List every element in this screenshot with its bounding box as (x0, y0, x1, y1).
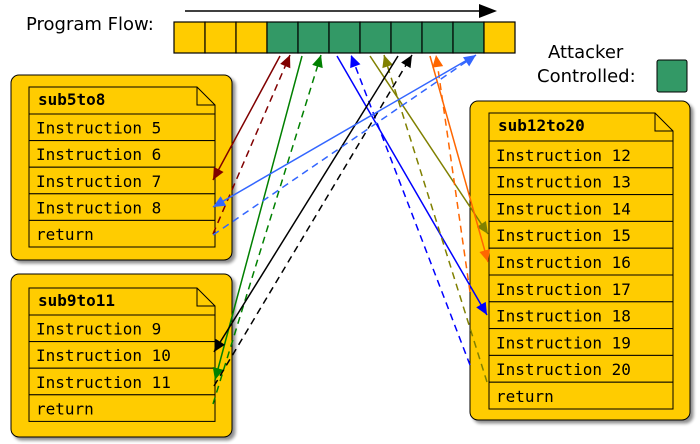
instruction-row (28, 113, 216, 142)
flow-black-call-arrowhead (214, 338, 226, 352)
instruction-row (488, 247, 674, 276)
flow-olive-return-line (383, 54, 488, 383)
document-header (28, 287, 216, 316)
subroutine-name: sub9to11 (38, 291, 115, 310)
program-flow-cell (204, 21, 237, 54)
program-flow-cell (266, 21, 299, 54)
document-fold (654, 113, 673, 132)
instruction-label: Instruction 17 (496, 280, 631, 299)
subroutine-name: sub5to8 (38, 90, 105, 109)
program-flow-cell (421, 21, 454, 54)
flow-darkred-call-line (212, 55, 281, 181)
flow-olive-return-arrowhead (382, 55, 393, 69)
instruction-row (488, 220, 674, 249)
instruction-row (28, 367, 216, 396)
program-flow-cell (235, 21, 268, 54)
program-flow-cell (173, 21, 206, 54)
subroutine-name: sub12to20 (498, 116, 585, 135)
program-flow-cell (483, 21, 516, 54)
instruction-label: Instruction 11 (36, 373, 171, 392)
flow-green-call-arrowhead (212, 366, 224, 380)
program-flow-cell (452, 21, 485, 54)
program-flow-cell (297, 21, 330, 54)
flow-darkred-return-line (212, 54, 291, 235)
document-fold (196, 87, 215, 106)
attacker-label-line1: Attacker (548, 42, 624, 63)
flow-black-return-line (213, 54, 413, 387)
flow-lightblue-call-line (212, 55, 475, 208)
flow-blue-call-arrowhead (476, 301, 487, 315)
flow-orange-return-arrowhead (432, 55, 444, 68)
instruction-row (28, 140, 216, 168)
document-header (28, 86, 216, 115)
flow-darkred-return-arrowhead (280, 55, 291, 69)
flow-lightblue-return-line (212, 54, 477, 236)
instruction-label: Instruction 5 (36, 119, 161, 138)
instruction-label: return (36, 399, 94, 418)
instruction-row (488, 274, 674, 303)
flow-darkred-call-arrowhead (213, 166, 224, 180)
instruction-row (28, 394, 216, 422)
document-header (488, 112, 674, 142)
flow-green-return-arrowhead (312, 55, 323, 69)
instruction-row (488, 194, 674, 222)
flow-black-call-line (213, 55, 399, 353)
flow-orange-call-arrowhead (479, 248, 491, 262)
flow-direction-arrow (185, 4, 497, 18)
program-flow-cell (328, 21, 361, 54)
instruction-label: Instruction 16 (496, 253, 631, 272)
instruction-row (488, 381, 674, 410)
flow-olive-call-arrowhead (476, 220, 488, 234)
flow-lightblue-return-arrowhead (462, 55, 476, 67)
flow-lightblue-call-arrowhead (213, 196, 227, 207)
instruction-row (488, 328, 674, 356)
control-flow-arrows (212, 54, 491, 405)
flow-black-return-arrowhead (401, 55, 412, 69)
instruction-label: Instruction 14 (496, 199, 631, 218)
flow-blue-call-line (336, 55, 488, 316)
instruction-label: return (36, 225, 94, 244)
instruction-row (488, 301, 674, 330)
instruction-row (28, 314, 216, 343)
program-flow-cell (390, 21, 423, 54)
document-fold (196, 288, 215, 307)
instruction-label: Instruction 19 (496, 333, 631, 352)
attacker-controlled-swatch (656, 59, 688, 93)
instruction-row (488, 167, 674, 196)
instruction-label: Instruction 15 (496, 226, 631, 245)
flow-orange-call-line (429, 55, 489, 263)
instruction-row (28, 219, 216, 248)
flow-blue-return-arrowhead (350, 55, 361, 69)
instruction-row (488, 354, 674, 383)
attacker-label-line2: Controlled: (537, 66, 636, 87)
instruction-label: Instruction 9 (36, 320, 161, 339)
flow-blue-return-line (350, 54, 471, 366)
flow-olive-call-line (369, 55, 489, 235)
instruction-label: Instruction 7 (36, 172, 161, 191)
instruction-label: Instruction 20 (496, 360, 631, 379)
program-flow-cell (359, 21, 392, 54)
program-flow-bar (173, 21, 516, 54)
instruction-label: Instruction 8 (36, 198, 161, 217)
instruction-row (28, 166, 216, 195)
program-flow-label: Program Flow: (26, 14, 154, 35)
instruction-label: Instruction 10 (36, 346, 171, 365)
instruction-label: return (496, 387, 554, 406)
instruction-label: Instruction 6 (36, 145, 161, 164)
instruction-label: Instruction 12 (496, 146, 631, 165)
instruction-label: Instruction 18 (496, 307, 631, 326)
flow-green-return-line (212, 54, 322, 405)
flow-orange-return-line (435, 54, 471, 293)
instruction-label: Instruction 13 (496, 173, 631, 192)
